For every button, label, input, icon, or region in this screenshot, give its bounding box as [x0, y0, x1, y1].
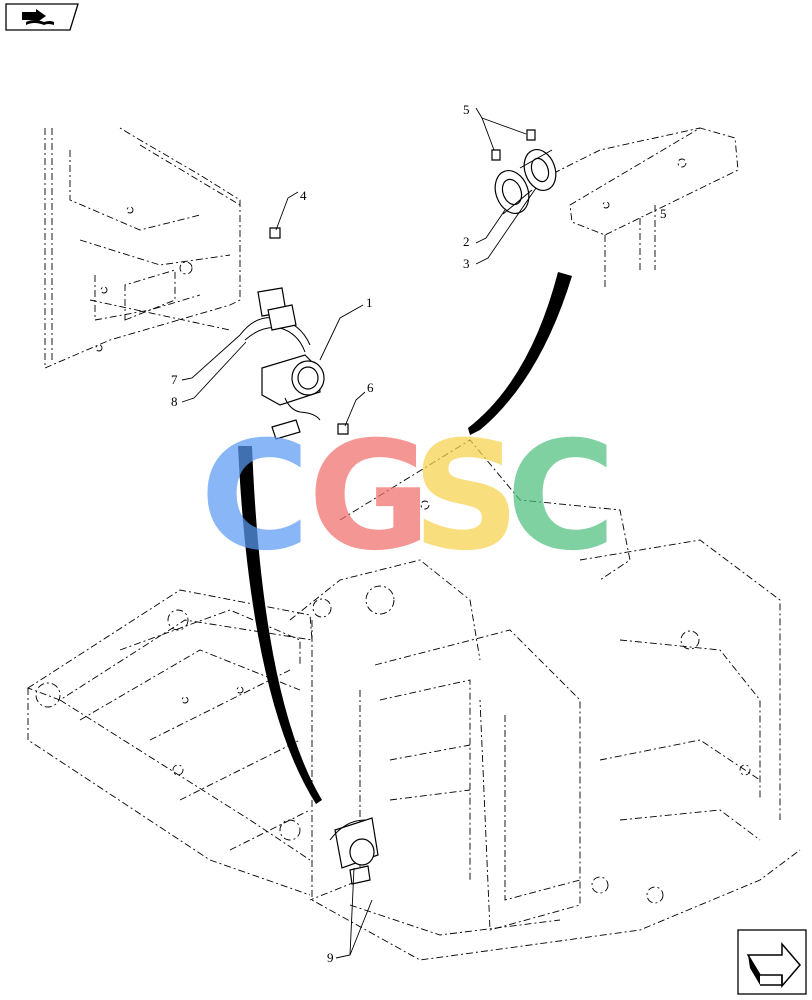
- callout-2: 2: [463, 234, 470, 249]
- callout-6: 6: [367, 380, 374, 395]
- callout-1: 1: [366, 295, 373, 310]
- relay-assembly[interactable]: [239, 287, 325, 440]
- horn-assembly[interactable]: [489, 145, 561, 218]
- watermark-letter-s: S: [412, 410, 520, 584]
- callout-labels: 1 2 3 4 5 6 7 8 9: [171, 102, 470, 965]
- callout-5: 5: [463, 102, 470, 117]
- callout-3: 3: [463, 256, 470, 271]
- bolt-5-parts: [491, 129, 536, 161]
- svg-text:5: 5: [660, 206, 667, 221]
- leader-lines: [181, 107, 537, 959]
- location-arrows: [238, 272, 572, 804]
- callout-7: 7: [171, 372, 178, 387]
- callout-4: 4: [300, 188, 307, 203]
- watermark-letter-g: G: [308, 410, 431, 584]
- book-with-arrow-icon[interactable]: [5, 3, 79, 31]
- machine-frame: [27, 439, 801, 961]
- next-page-arrow-icon[interactable]: [737, 929, 807, 995]
- watermark-letter-c1: C: [200, 410, 310, 584]
- cab-wall-panel: [44, 127, 241, 369]
- relay-mounted-detail: [329, 817, 379, 885]
- horn-bracket: 5: [539, 127, 739, 290]
- callout-8: 8: [171, 394, 178, 409]
- watermark-letter-c2: C: [506, 410, 616, 584]
- callout-9: 9: [327, 950, 334, 965]
- watermark: C G S C: [200, 410, 616, 584]
